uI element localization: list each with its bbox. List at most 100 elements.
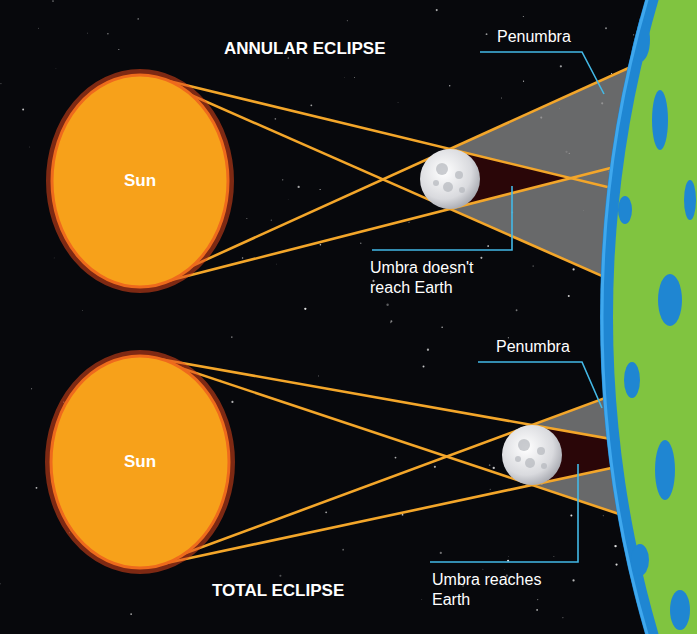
- earth: [600, 0, 697, 634]
- earth-water: [655, 440, 675, 500]
- star: [82, 309, 84, 311]
- star: [346, 20, 348, 22]
- star: [562, 617, 564, 619]
- star: [118, 49, 119, 50]
- earth-water: [624, 362, 640, 398]
- star: [553, 555, 555, 557]
- star: [360, 243, 361, 244]
- star: [390, 320, 392, 322]
- star: [36, 487, 38, 489]
- moon-crater: [455, 171, 463, 179]
- star: [501, 97, 503, 99]
- region-label: Umbra reaches Earth: [432, 570, 562, 610]
- star: [395, 457, 397, 459]
- star: [310, 104, 312, 106]
- earth-ocean: [600, 0, 697, 634]
- star: [611, 73, 612, 74]
- star: [87, 32, 89, 34]
- star: [436, 9, 438, 11]
- star: [614, 545, 616, 547]
- star: [275, 118, 277, 120]
- moon-crater: [541, 463, 547, 469]
- star: [242, 257, 243, 258]
- moon-crater: [515, 456, 521, 462]
- star: [560, 65, 562, 67]
- star: [480, 257, 482, 259]
- star: [615, 564, 617, 566]
- star: [22, 109, 24, 111]
- leader-line: [478, 362, 602, 408]
- star: [107, 33, 108, 34]
- earth-water: [631, 544, 649, 576]
- star: [486, 33, 488, 35]
- star: [449, 85, 450, 86]
- star: [53, 257, 55, 259]
- star: [402, 514, 404, 516]
- sun-label: Sun: [124, 452, 156, 472]
- earth-land: [613, 0, 697, 634]
- sun-disc: [52, 75, 228, 287]
- earth-water: [658, 274, 682, 326]
- star: [31, 388, 32, 389]
- star: [320, 244, 322, 246]
- panel-title: TOTAL ECLIPSE: [212, 580, 344, 601]
- star: [29, 146, 31, 148]
- moon-crater: [525, 458, 535, 468]
- sun-disc: [51, 356, 229, 568]
- region-label: Penumbra: [497, 27, 571, 47]
- star: [605, 27, 607, 29]
- star: [493, 467, 495, 469]
- star: [570, 515, 572, 517]
- star: [325, 511, 327, 513]
- moon-crater: [443, 182, 453, 192]
- moon-crater: [459, 187, 465, 193]
- star: [276, 263, 278, 265]
- moon-crater: [518, 439, 530, 451]
- star: [386, 304, 388, 306]
- star: [633, 34, 634, 35]
- star: [421, 599, 423, 601]
- star: [137, 18, 138, 19]
- sun-glow: [49, 72, 231, 290]
- star: [573, 268, 575, 270]
- earth-rim: [602, 0, 697, 634]
- sun-glow: [48, 353, 232, 571]
- star: [533, 266, 534, 267]
- star: [602, 515, 604, 517]
- star: [568, 295, 570, 297]
- star: [55, 68, 57, 70]
- earth-water: [652, 90, 668, 150]
- star: [52, 0, 54, 2]
- sun: Sun: [50, 355, 230, 569]
- star: [434, 466, 436, 468]
- star: [490, 489, 491, 490]
- star: [231, 401, 233, 403]
- panel-title: ANNULAR ECLIPSE: [224, 38, 386, 59]
- star: [344, 76, 346, 78]
- star: [423, 366, 425, 368]
- moon-crater: [433, 180, 439, 186]
- star: [482, 568, 484, 570]
- earth-water: [618, 196, 632, 224]
- moon-crater: [537, 447, 545, 455]
- star: [354, 76, 356, 78]
- leader-line: [480, 52, 604, 94]
- star: [0, 83, 1, 84]
- earth-water: [670, 590, 690, 630]
- star: [572, 579, 574, 581]
- star: [298, 186, 300, 188]
- star: [536, 609, 538, 611]
- sun: Sun: [51, 74, 229, 288]
- star: [231, 336, 233, 338]
- star: [441, 327, 443, 329]
- star: [271, 220, 272, 221]
- star: [318, 375, 320, 377]
- star: [304, 308, 306, 310]
- star: [279, 575, 281, 577]
- star: [537, 599, 538, 600]
- region-label: Umbra doesn't reach Earth: [370, 258, 502, 298]
- leader-line: [430, 464, 578, 562]
- continent: [613, 0, 697, 634]
- star: [282, 179, 283, 180]
